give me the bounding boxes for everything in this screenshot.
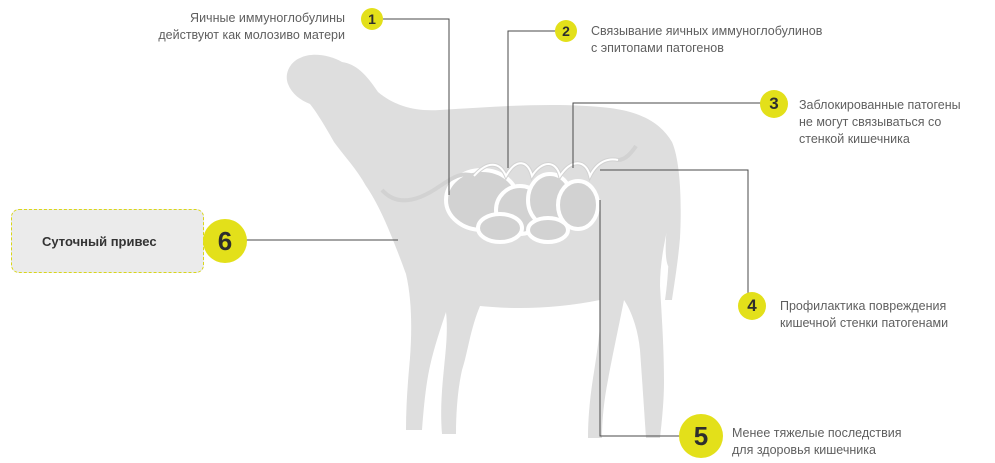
callout-4-line-1: Профилактика повреждения [780,298,948,315]
callout-6-box: Суточный привес [11,209,204,273]
callout-2-line-1: Связывание яичных иммуноглобулинов [591,23,822,40]
calf-silhouette [287,55,681,438]
callout-5-line-1: Менее тяжелые последствия [732,425,901,442]
callout-3-badge: 3 [760,90,788,118]
callout-5-line-2: для здоровья кишечника [732,442,901,459]
callout-3-line-1: Заблокированные патогены [799,97,961,114]
callout-2-line-2: с эпитопами патогенов [591,40,822,57]
callout-1-line-2: действуют как молозиво матери [158,27,345,44]
callout-3-text: Заблокированные патогены не могут связыв… [799,97,961,148]
callout-2-badge: 2 [555,20,577,42]
callout-6-badge: 6 [203,219,247,263]
callout-5-text: Менее тяжелые последствия для здоровья к… [732,425,901,459]
callout-1-line-1: Яичные иммуноглобулины [158,10,345,27]
callout-4-line-2: кишечной стенки патогенами [780,315,948,332]
callout-1-text: Яичные иммуноглобулины действуют как мол… [158,10,345,44]
callout-4-text: Профилактика повреждения кишечной стенки… [780,298,948,332]
callout-3-line-2: не могут связываться со [799,114,961,131]
callout-4-badge: 4 [738,292,766,320]
callout-1-badge: 1 [361,8,383,30]
callout-5-badge: 5 [679,414,723,458]
callout-2-text: Связывание яичных иммуноглобулинов с эпи… [591,23,822,57]
callout-6-text: Суточный привес [42,234,157,249]
callout-3-line-3: стенкой кишечника [799,131,961,148]
